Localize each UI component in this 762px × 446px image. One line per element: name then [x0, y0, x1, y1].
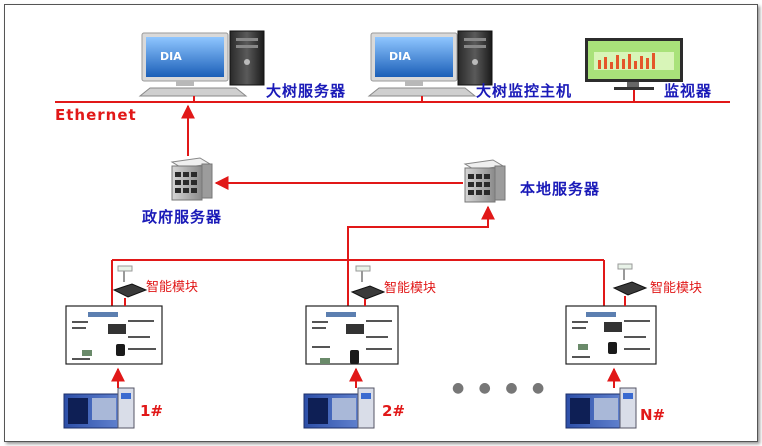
site2-control-panel — [305, 305, 399, 365]
local-server-uplink — [347, 205, 495, 260]
siteN-module-label: 智能模块 — [650, 281, 703, 296]
ethernet-label: Ethernet — [55, 106, 137, 124]
monitor-screen-label: 监视器 — [664, 82, 713, 100]
dashu-server-label: 大树服务器 — [266, 82, 347, 100]
siteN-machine-icon — [565, 387, 637, 429]
site1-module-label: 智能模块 — [146, 280, 199, 295]
siteN-control-panel — [565, 305, 657, 365]
site2-machine-icon — [303, 387, 375, 429]
site2-label: 2# — [382, 402, 406, 420]
site1-label: 1# — [140, 402, 164, 420]
siteN-label: N# — [640, 406, 666, 424]
government-server-switch-icon — [170, 157, 213, 201]
local-server-switch-icon — [463, 159, 506, 203]
siteN-smart-module-icon — [612, 263, 648, 296]
sites-ellipsis: ● ● ● ● — [452, 380, 550, 396]
site1-control-panel — [65, 305, 163, 365]
dashu-monitor-host-label: 大树监控主机 — [476, 82, 573, 100]
local-server-label: 本地服务器 — [520, 180, 601, 198]
dashu-server-computer-icon: DIA — [138, 30, 265, 97]
svg-text:DIA: DIA — [389, 50, 411, 63]
site2-module-label: 智能模块 — [384, 281, 437, 296]
svg-text:DIA: DIA — [160, 50, 182, 63]
government-server-label: 政府服务器 — [142, 208, 223, 226]
site2-smart-module-icon — [350, 265, 386, 300]
monitor-screen-icon — [585, 38, 683, 90]
site1-machine-icon — [63, 387, 135, 429]
dashu-monitor-host-computer-icon: DIA — [367, 30, 493, 97]
site1-smart-module-icon — [112, 265, 148, 298]
